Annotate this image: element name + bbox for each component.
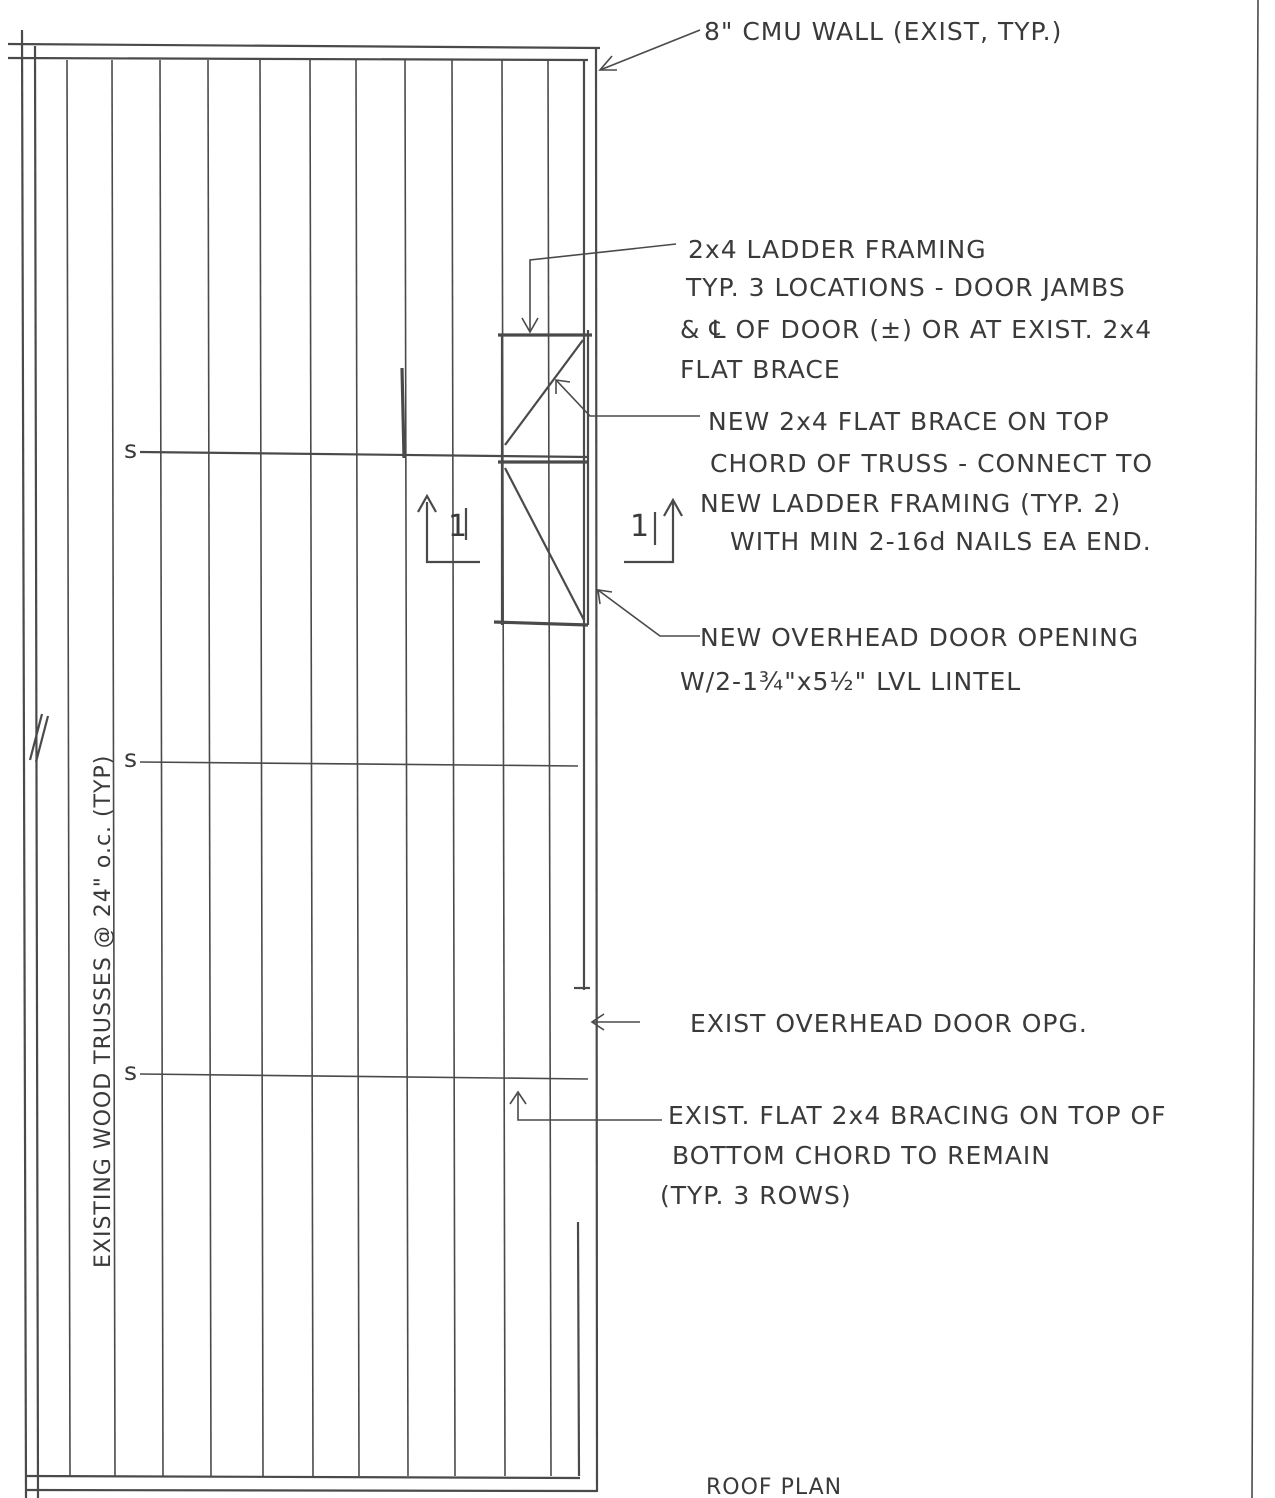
note-line: NEW LADDER FRAMING (TYP. 2) bbox=[700, 489, 1121, 518]
note-line: (TYP. 3 ROWS) bbox=[660, 1181, 852, 1210]
section-marker-left bbox=[417, 493, 480, 564]
sheet-border-right bbox=[1251, 0, 1259, 1498]
section-marker-label-left: 1 bbox=[448, 509, 468, 544]
wood-trusses bbox=[66, 59, 552, 1477]
truss-line bbox=[159, 59, 164, 1477]
north-arrow-symbol bbox=[28, 713, 50, 763]
ladder-framing bbox=[400, 330, 592, 627]
truss-line bbox=[259, 59, 264, 1477]
truss-line bbox=[111, 59, 116, 1477]
truss-line bbox=[501, 59, 506, 1477]
section-marker-label-right: 1 bbox=[630, 509, 650, 544]
section-marker-right bbox=[624, 497, 683, 564]
note-exist-bracing: EXIST. FLAT 2x4 BRACING ON TOP OF BOTTOM… bbox=[660, 1101, 1176, 1210]
bracing-row bbox=[139, 761, 579, 767]
leaders bbox=[509, 29, 701, 1121]
note-exist-door: EXIST OVERHEAD DOOR OPG. bbox=[690, 1009, 1088, 1038]
new-flat-brace bbox=[504, 339, 584, 446]
bracing-mark: s bbox=[124, 435, 138, 464]
note-line: TYP. 3 LOCATIONS - DOOR JAMBS bbox=[685, 273, 1126, 302]
building-outline bbox=[7, 29, 601, 1498]
truss-line bbox=[207, 59, 212, 1477]
note-line: W/2-1¾"x5½" LVL LINTEL bbox=[680, 667, 1021, 696]
truss-line bbox=[355, 59, 360, 1477]
bracing-row bbox=[139, 450, 589, 459]
bracing-mark: s bbox=[124, 1057, 138, 1086]
truss-line bbox=[404, 59, 409, 1477]
truss-line bbox=[451, 59, 456, 1477]
note-cmu-wall: 8" CMU WALL (EXIST, TYP.) bbox=[704, 17, 1062, 46]
truss-line bbox=[309, 59, 314, 1477]
note-line: WITH MIN 2-16d NAILS EA END. bbox=[730, 527, 1152, 556]
sheet-title: ROOF PLAN bbox=[706, 1475, 842, 1498]
bracing-row bbox=[139, 1073, 589, 1080]
note-trusses: EXISTING WOOD TRUSSES @ 24" o.c. (TYP) bbox=[91, 755, 116, 1268]
note-line: NEW 2x4 FLAT BRACE ON TOP bbox=[708, 407, 1110, 436]
note-line: FLAT BRACE bbox=[680, 355, 841, 384]
note-flat-brace: NEW 2x4 FLAT BRACE ON TOP CHORD OF TRUSS… bbox=[700, 407, 1162, 556]
note-line: 2x4 LADDER FRAMING bbox=[688, 235, 987, 264]
note-line: & ℄ OF DOOR (±) OR AT EXIST. 2x4 bbox=[680, 315, 1152, 344]
note-new-door-opening: NEW OVERHEAD DOOR OPENING W/2-1¾"x5½" LV… bbox=[680, 623, 1148, 696]
note-line: EXIST. FLAT 2x4 BRACING ON TOP OF bbox=[668, 1101, 1167, 1130]
note-ladder-framing: 2x4 LADDER FRAMING TYP. 3 LOCATIONS - DO… bbox=[680, 235, 1161, 384]
flat-bracing-rows: s s s bbox=[124, 435, 589, 1086]
note-line: CHORD OF TRUSS - CONNECT TO bbox=[710, 449, 1153, 478]
truss-line bbox=[66, 59, 71, 1477]
note-line: NEW OVERHEAD DOOR OPENING bbox=[700, 623, 1139, 652]
new-flat-brace bbox=[504, 467, 585, 621]
bracing-mark: s bbox=[124, 744, 138, 773]
note-line: BOTTOM CHORD TO REMAIN bbox=[672, 1141, 1051, 1170]
truss-line bbox=[547, 59, 552, 1477]
